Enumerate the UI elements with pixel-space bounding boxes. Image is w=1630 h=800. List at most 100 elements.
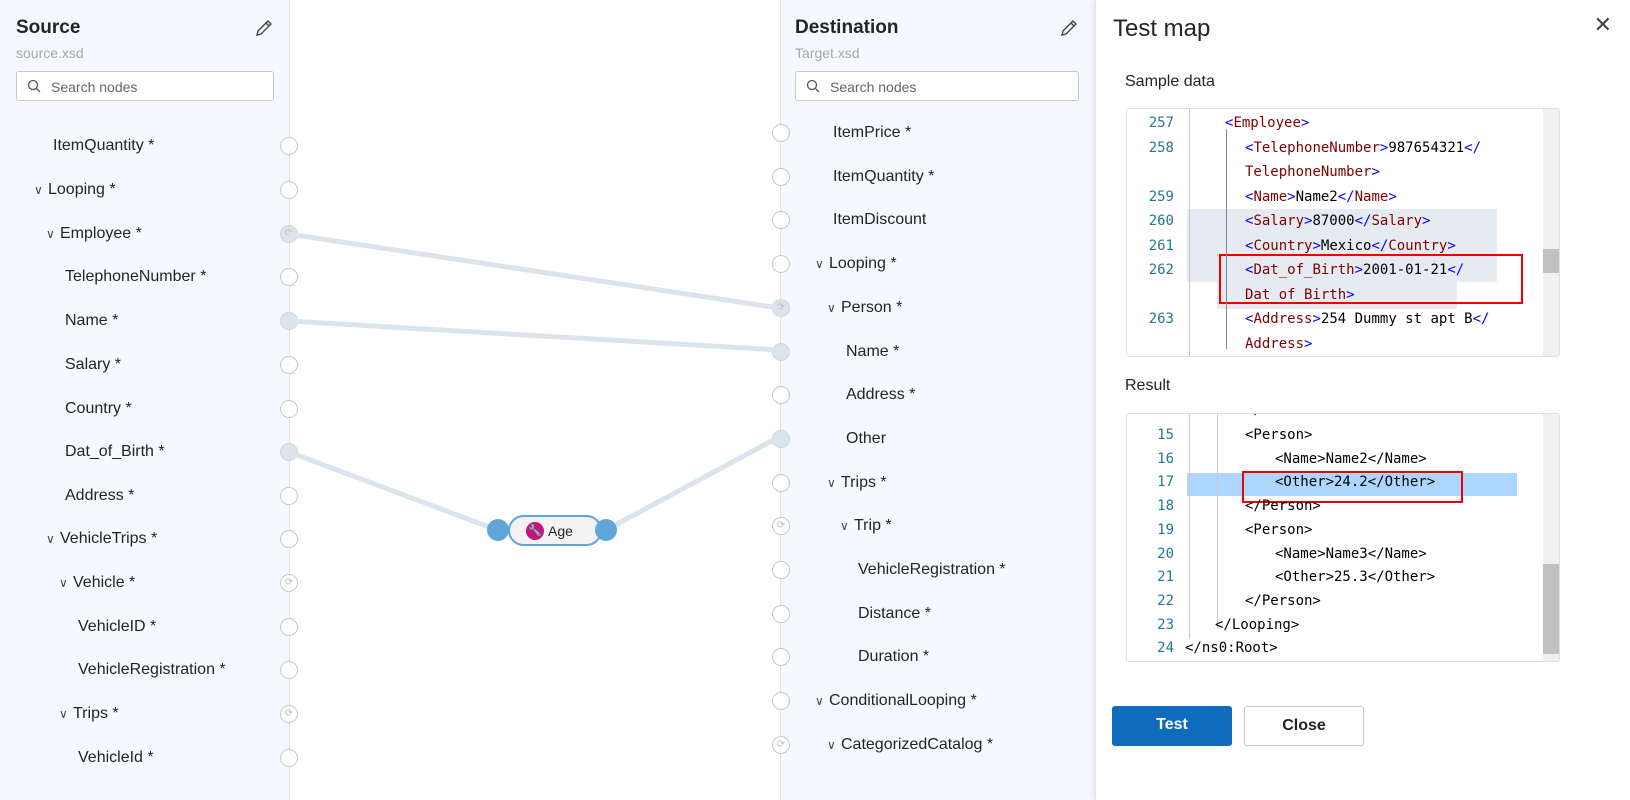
- result-editor[interactable]: </Person> 14 15<Person>16<Name>Name2</Na…: [1126, 413, 1560, 662]
- tree-node-label: ItemQuantity *: [53, 137, 155, 154]
- loop-handle-icon[interactable]: ⟳: [772, 736, 790, 754]
- chevron-down-icon[interactable]: ∨: [827, 476, 836, 490]
- tree-node[interactable]: ∨Trips *: [827, 474, 887, 492]
- function-node-age[interactable]: 🔧 Age: [508, 515, 602, 546]
- tree-node-label: Looping *: [48, 181, 116, 198]
- chevron-down-icon[interactable]: ∨: [46, 227, 55, 241]
- node-handle[interactable]: [280, 749, 298, 767]
- node-handle[interactable]: [772, 124, 790, 142]
- node-handle[interactable]: [280, 618, 298, 636]
- code-token: Salary: [1371, 213, 1423, 229]
- code-line: Address>: [1245, 336, 1312, 352]
- connection-dob-age[interactable]: [288, 449, 498, 533]
- node-handle[interactable]: [280, 356, 298, 374]
- search-placeholder: Search nodes: [830, 79, 917, 95]
- node-handle[interactable]: [772, 561, 790, 579]
- tree-node[interactable]: ∨Vehicle *: [59, 574, 135, 592]
- node-handle[interactable]: [280, 487, 298, 505]
- tree-node[interactable]: VehicleID *: [78, 618, 156, 636]
- source-search-input[interactable]: Search nodes: [16, 71, 274, 101]
- tree-node[interactable]: Dat_of_Birth *: [65, 443, 165, 461]
- tree-node[interactable]: Duration *: [858, 648, 929, 666]
- edit-pencil-icon[interactable]: [1059, 18, 1079, 38]
- tree-node[interactable]: ∨Trips *: [59, 705, 119, 723]
- chevron-down-icon[interactable]: ∨: [840, 519, 849, 533]
- tree-node[interactable]: Other: [846, 430, 886, 448]
- tree-node-label: ItemDiscount: [833, 211, 927, 228]
- node-handle[interactable]: [280, 181, 298, 199]
- tree-node[interactable]: Salary *: [65, 356, 121, 374]
- test-button[interactable]: Test: [1112, 706, 1232, 746]
- connection-employee-person[interactable]: [288, 231, 780, 311]
- tree-node[interactable]: Address *: [846, 386, 915, 404]
- node-handle[interactable]: [772, 343, 790, 361]
- chevron-down-icon[interactable]: ∨: [815, 257, 824, 271]
- node-handle[interactable]: [280, 137, 298, 155]
- destination-search-input[interactable]: Search nodes: [795, 71, 1079, 101]
- tree-node[interactable]: ∨Person *: [827, 299, 902, 317]
- node-handle[interactable]: [772, 211, 790, 229]
- tree-node[interactable]: ∨Employee *: [46, 225, 142, 243]
- code-token: Dat_of_Birth: [1245, 286, 1347, 303]
- node-handle[interactable]: [280, 443, 298, 461]
- code-token: 987654321: [1388, 139, 1465, 156]
- chevron-down-icon[interactable]: ∨: [827, 301, 836, 315]
- chevron-down-icon[interactable]: ∨: [46, 532, 55, 546]
- tree-node[interactable]: Distance *: [858, 605, 931, 623]
- loop-handle-icon[interactable]: ⟳: [772, 517, 790, 535]
- edit-pencil-icon[interactable]: [254, 18, 274, 38]
- loop-handle-icon[interactable]: ⟳: [280, 225, 298, 243]
- tree-node[interactable]: ∨CategorizedCatalog *: [827, 736, 993, 754]
- tree-node[interactable]: ∨ Looping *: [34, 181, 116, 199]
- connection-name-name[interactable]: [288, 318, 780, 353]
- chevron-down-icon[interactable]: ∨: [59, 576, 68, 590]
- code-line: <Other>24.2</Other>: [1275, 474, 1436, 491]
- tree-node[interactable]: VehicleRegistration *: [78, 661, 226, 679]
- chevron-down-icon[interactable]: ∨: [59, 707, 68, 721]
- function-input-handle[interactable]: [487, 519, 509, 541]
- tree-node[interactable]: Name *: [65, 312, 118, 330]
- close-button[interactable]: Close: [1244, 706, 1364, 746]
- loop-handle-icon[interactable]: ⟳: [280, 705, 298, 723]
- node-handle[interactable]: [772, 648, 790, 666]
- node-handle[interactable]: [772, 474, 790, 492]
- scrollbar[interactable]: [1543, 109, 1559, 356]
- node-handle[interactable]: [772, 605, 790, 623]
- chevron-down-icon[interactable]: ∨: [815, 694, 824, 708]
- chevron-down-icon[interactable]: ∨: [827, 738, 836, 752]
- scrollbar[interactable]: [1543, 414, 1559, 661]
- node-handle[interactable]: [772, 386, 790, 404]
- node-handle[interactable]: [280, 312, 298, 330]
- tree-node-label: Salary *: [65, 356, 122, 373]
- tree-node[interactable]: ItemQuantity *: [53, 137, 154, 155]
- tree-node[interactable]: ItemPrice *: [833, 124, 911, 142]
- loop-handle-icon[interactable]: ⟳: [772, 299, 790, 317]
- node-handle[interactable]: [280, 661, 298, 679]
- loop-handle-icon[interactable]: ⟳: [280, 574, 298, 592]
- tree-node[interactable]: ItemDiscount: [833, 211, 926, 229]
- function-output-handle[interactable]: [595, 519, 617, 541]
- tree-node[interactable]: ∨ConditionalLooping *: [815, 692, 977, 710]
- close-icon[interactable]: ✕: [1593, 12, 1612, 37]
- tree-node[interactable]: ∨VehicleTrips *: [46, 530, 157, 548]
- node-handle[interactable]: [772, 692, 790, 710]
- tree-node[interactable]: ∨Looping *: [815, 255, 897, 273]
- node-handle[interactable]: [772, 168, 790, 186]
- sample-data-editor[interactable]: 257<Employee>258<TelephoneNumber>9876543…: [1126, 108, 1560, 357]
- tree-node[interactable]: TelephoneNumber *: [65, 268, 206, 286]
- node-handle[interactable]: [772, 430, 790, 448]
- tree-node[interactable]: Name *: [846, 343, 899, 361]
- chevron-down-icon[interactable]: ∨: [34, 183, 43, 197]
- tree-node[interactable]: ∨Trip *: [840, 517, 892, 535]
- tree-node[interactable]: VehicleRegistration *: [858, 561, 1006, 579]
- sample-data-label: Sample data: [1125, 73, 1215, 90]
- node-handle[interactable]: [280, 400, 298, 418]
- node-handle[interactable]: [772, 255, 790, 273]
- node-handle[interactable]: [280, 530, 298, 548]
- tree-node[interactable]: ItemQuantity *: [833, 168, 934, 186]
- connection-age-other[interactable]: [604, 434, 781, 533]
- tree-node[interactable]: VehicleId *: [78, 749, 154, 767]
- tree-node[interactable]: Address *: [65, 487, 134, 505]
- node-handle[interactable]: [280, 268, 298, 286]
- tree-node[interactable]: Country *: [65, 400, 132, 418]
